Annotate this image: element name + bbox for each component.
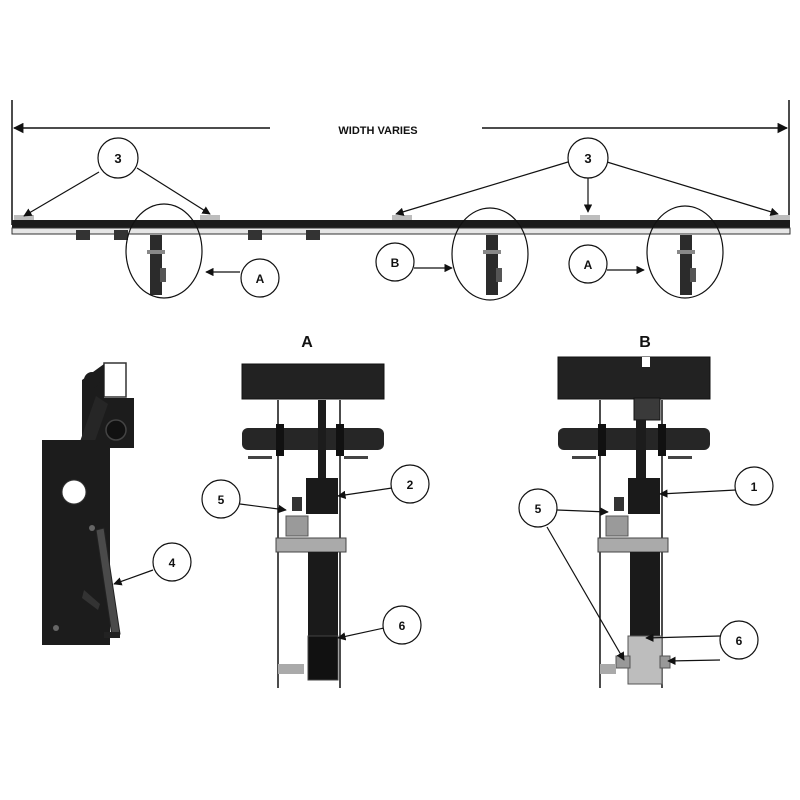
- callout-6-a: 6: [337, 605, 422, 645]
- callout-2-label: 2: [407, 478, 414, 492]
- callout-3-right-label: 3: [584, 151, 591, 166]
- callout-a-left: A: [205, 258, 280, 298]
- callout-b-overview-label: B: [391, 256, 400, 270]
- callout-1-label: 1: [751, 480, 758, 494]
- callout-b-overview: B: [375, 242, 453, 282]
- overview-mechanism-left: [147, 235, 166, 295]
- callout-2: 2: [337, 464, 430, 504]
- callout-5-b-label: 5: [535, 502, 542, 516]
- detail-ellipse-right: [646, 205, 724, 299]
- detail-a-assembly: [241, 363, 385, 688]
- callout-a-right: A: [568, 244, 645, 284]
- width-label: WIDTH VARIES: [338, 125, 417, 137]
- detail-ellipse-middle: [451, 207, 529, 301]
- overview-mechanism-right: [677, 235, 696, 295]
- detail-ellipse-left: [125, 203, 203, 299]
- side-view-mechanism: [42, 362, 134, 645]
- callout-a-right-label: A: [584, 258, 593, 272]
- callout-4: 4: [113, 542, 192, 586]
- overview-mechanism-middle: [483, 235, 502, 295]
- callout-1: 1: [659, 466, 774, 506]
- callout-5-a-label: 5: [218, 493, 225, 507]
- callout-a-left-label: A: [256, 272, 265, 286]
- callout-6-b-label: 6: [736, 634, 743, 648]
- callout-5-a: 5: [201, 479, 287, 519]
- callout-3-right: 3: [395, 137, 779, 216]
- width-dimension: WIDTH VARIES: [11, 100, 790, 225]
- callout-4-label: 4: [169, 556, 176, 570]
- callout-6-b: 6: [645, 620, 759, 666]
- view-a-label: A: [301, 334, 313, 351]
- view-b-label: B: [639, 334, 651, 351]
- callout-3-left-label: 3: [114, 151, 121, 166]
- detail-b-assembly: [557, 356, 711, 688]
- callout-6-a-label: 6: [399, 619, 406, 633]
- toolbar-frame: [11, 215, 791, 240]
- callout-5-b: 5: [518, 488, 625, 661]
- callout-3-left: 3: [23, 137, 211, 217]
